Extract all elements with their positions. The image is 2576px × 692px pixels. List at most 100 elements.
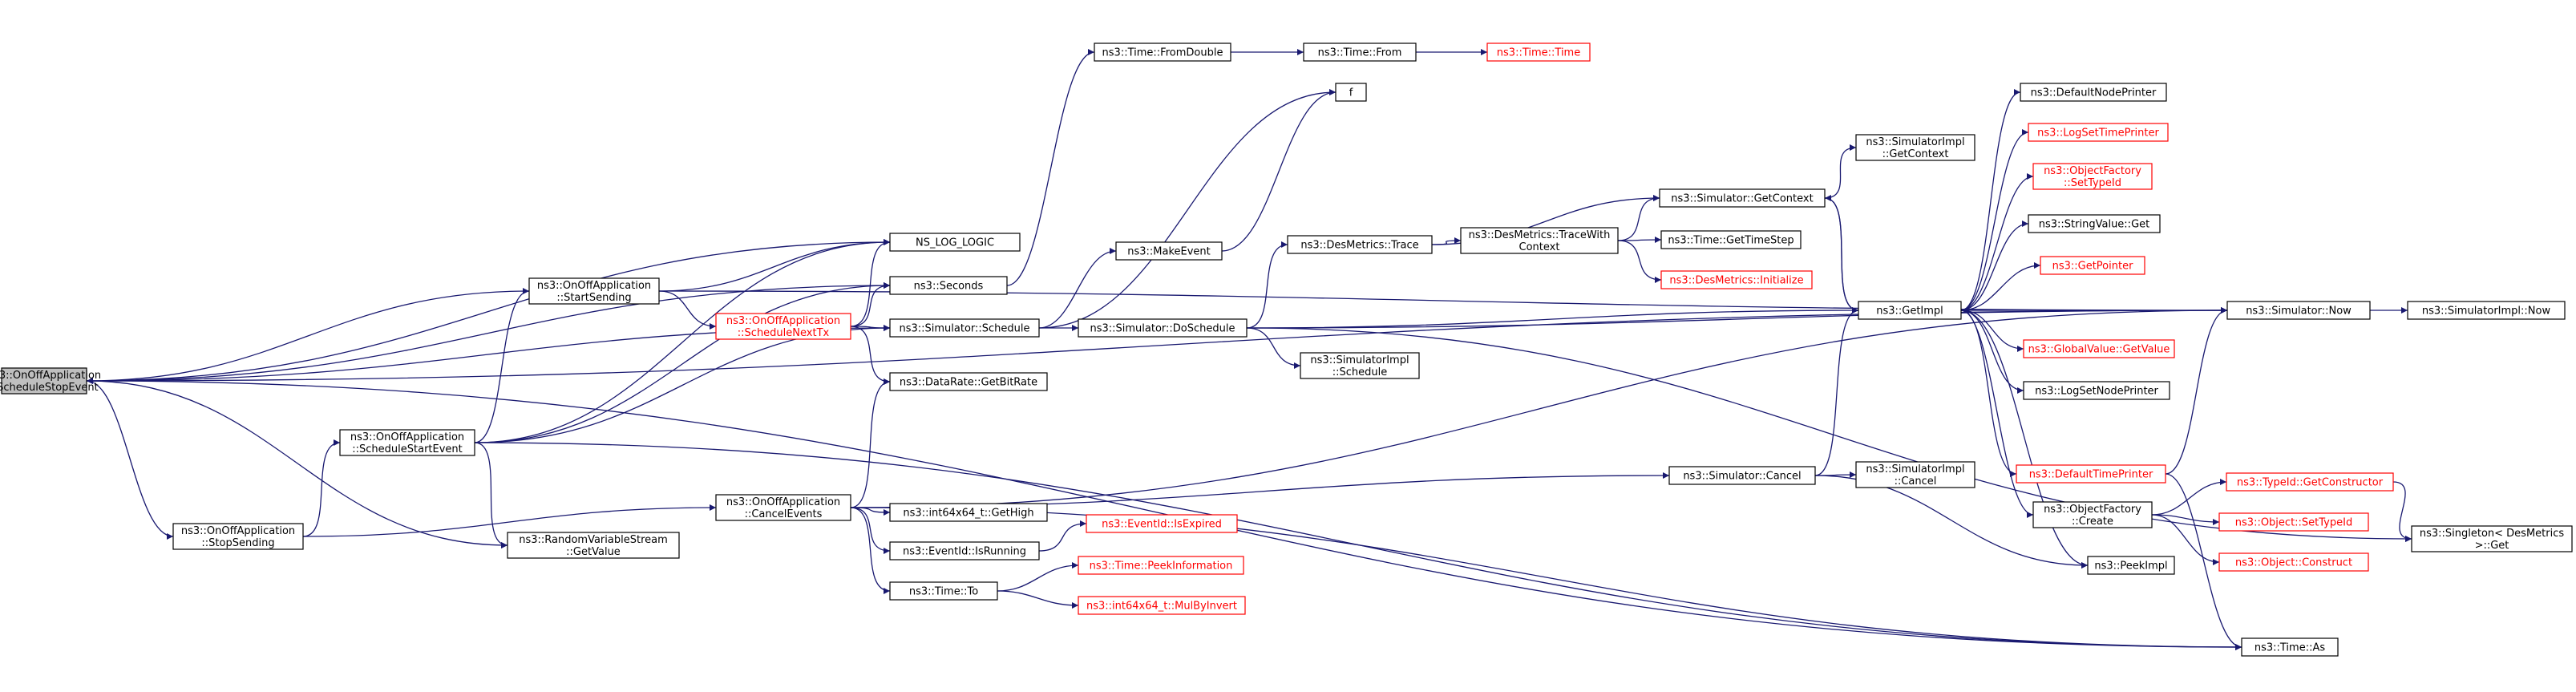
node-box[interactable] — [1300, 352, 1420, 379]
node-box[interactable] — [2020, 83, 2167, 102]
node-box[interactable] — [2407, 301, 2566, 320]
node-box[interactable] — [1660, 270, 1813, 289]
node-box[interactable] — [2087, 556, 2175, 575]
node-root[interactable]: ns3::OnOffApplication::ScheduleStopEvent — [0, 367, 101, 395]
node-eventIdIsRunning[interactable]: ns3::EventId::IsRunning — [889, 541, 1040, 560]
node-box[interactable] — [172, 523, 304, 550]
node-peekImpl[interactable]: ns3::PeekImpl — [2087, 556, 2175, 575]
node-box[interactable] — [1115, 241, 1223, 261]
node-box[interactable] — [2226, 472, 2394, 492]
node-objectConstruct[interactable]: ns3::Object::Construct — [2218, 552, 2369, 572]
node-box[interactable] — [889, 233, 1021, 252]
node-box[interactable] — [339, 429, 475, 456]
node-box[interactable] — [1659, 188, 1826, 208]
node-box[interactable] — [889, 541, 1040, 560]
node-int64GetHigh[interactable]: ns3::int64x64_t::GetHigh — [889, 503, 1048, 522]
node-box[interactable] — [2016, 464, 2166, 484]
node-f[interactable]: f — [1335, 83, 1367, 102]
node-box[interactable] — [1086, 514, 1238, 533]
node-box[interactable] — [2032, 163, 2153, 190]
node-timeTo[interactable]: ns3::Time::To — [889, 581, 998, 601]
node-stopSending[interactable]: ns3::OnOffApplication::StopSending — [172, 523, 304, 550]
node-timeFrom[interactable]: ns3::Time::From — [1303, 42, 1417, 62]
node-box[interactable] — [2218, 512, 2369, 532]
node-desMetricsInitialize[interactable]: ns3::DesMetrics::Initialize — [1660, 270, 1813, 289]
node-box[interactable] — [1486, 42, 1591, 62]
node-box[interactable] — [528, 277, 660, 305]
node-box[interactable] — [1660, 230, 1802, 249]
node-defaultNodePrinter[interactable]: ns3::DefaultNodePrinter — [2020, 83, 2167, 102]
node-eventIdIsExpired[interactable]: ns3::EventId::IsExpired — [1086, 514, 1238, 533]
node-box[interactable] — [1, 367, 87, 395]
node-box[interactable] — [1303, 42, 1417, 62]
node-seconds[interactable]: ns3::Seconds — [889, 276, 1008, 295]
node-box[interactable] — [1855, 134, 1975, 161]
node-box[interactable] — [2040, 256, 2145, 275]
node-box[interactable] — [889, 276, 1008, 295]
node-box[interactable] — [1855, 461, 1975, 488]
node-box[interactable] — [2023, 339, 2175, 358]
node-timePeekInformation[interactable]: ns3::Time::PeekInformation — [1078, 556, 1244, 575]
node-objectSetTypeId[interactable]: ns3::Object::SetTypeId — [2218, 512, 2369, 532]
node-cancelEvents[interactable]: ns3::OnOffApplication::CancelEvents — [715, 494, 851, 521]
node-box[interactable] — [889, 372, 1048, 391]
node-simImplSchedule[interactable]: ns3::SimulatorImpl::Schedule — [1300, 352, 1420, 379]
node-simImplGetContext[interactable]: ns3::SimulatorImpl::GetContext — [1855, 134, 1975, 161]
node-logSetNodePrinter[interactable]: ns3::LogSetNodePrinter — [2023, 381, 2170, 400]
node-box[interactable] — [2226, 301, 2371, 320]
node-box[interactable] — [1078, 596, 1246, 615]
node-objectFactorySetTypeId[interactable]: ns3::ObjectFactory::SetTypeId — [2032, 163, 2153, 190]
node-globalValueGetValue[interactable]: ns3::GlobalValue::GetValue — [2023, 339, 2175, 358]
node-defaultTimePrinter[interactable]: ns3::DefaultTimePrinter — [2016, 464, 2166, 484]
node-box[interactable] — [1460, 227, 1619, 254]
node-timeGetTimeStep[interactable]: ns3::Time::GetTimeStep — [1660, 230, 1802, 249]
node-box[interactable] — [2411, 525, 2573, 552]
node-int64MulByInvert[interactable]: ns3::int64x64_t::MulByInvert — [1078, 596, 1246, 615]
node-box[interactable] — [889, 581, 998, 601]
node-box[interactable] — [2218, 552, 2369, 572]
node-box[interactable] — [2028, 123, 2169, 142]
node-box[interactable] — [715, 313, 851, 340]
node-box[interactable] — [889, 503, 1048, 522]
node-box[interactable] — [889, 318, 1040, 338]
node-simImplCancel[interactable]: ns3::SimulatorImpl::Cancel — [1855, 461, 1975, 488]
node-simCancel[interactable]: ns3::Simulator::Cancel — [1668, 466, 1816, 485]
node-box[interactable] — [715, 494, 851, 521]
node-simNow[interactable]: ns3::Simulator::Now — [2226, 301, 2371, 320]
node-box[interactable] — [1335, 83, 1367, 102]
node-desMetricsTrace[interactable]: ns3::DesMetrics::Trace — [1287, 235, 1433, 254]
node-getImpl[interactable]: ns3::GetImpl — [1858, 301, 1962, 320]
node-box[interactable] — [1094, 42, 1231, 62]
node-randomVarGetValue[interactable]: ns3::RandomVariableStream::GetValue — [507, 532, 680, 559]
node-simSchedule[interactable]: ns3::Simulator::Schedule — [889, 318, 1040, 338]
node-stringValueGet[interactable]: ns3::StringValue::Get — [2028, 214, 2161, 233]
node-simGetContext[interactable]: ns3::Simulator::GetContext — [1659, 188, 1826, 208]
node-getPointer[interactable]: ns3::GetPointer — [2040, 256, 2145, 275]
node-timeFromDouble[interactable]: ns3::Time::FromDouble — [1094, 42, 1231, 62]
node-box[interactable] — [1668, 466, 1816, 485]
node-dataRateGetBitRate[interactable]: ns3::DataRate::GetBitRate — [889, 372, 1048, 391]
node-nsLogLogic[interactable]: NS_LOG_LOGIC — [889, 233, 1021, 252]
node-scheduleNextTx[interactable]: ns3::OnOffApplication::ScheduleNextTx — [715, 313, 851, 340]
node-makeEvent[interactable]: ns3::MakeEvent — [1115, 241, 1223, 261]
node-box[interactable] — [1858, 301, 1962, 320]
node-simDoSchedule[interactable]: ns3::Simulator::DoSchedule — [1078, 318, 1248, 338]
node-box[interactable] — [2032, 501, 2153, 528]
node-logSetTimePrinter[interactable]: ns3::LogSetTimePrinter — [2028, 123, 2169, 142]
node-box[interactable] — [2028, 214, 2161, 233]
node-timeAs[interactable]: ns3::Time::As — [2241, 637, 2339, 657]
node-box[interactable] — [1287, 235, 1433, 254]
node-timeTime[interactable]: ns3::Time::Time — [1486, 42, 1591, 62]
node-objectFactoryCreate[interactable]: ns3::ObjectFactory::Create — [2032, 501, 2153, 528]
node-scheduleStartEvent[interactable]: ns3::OnOffApplication::ScheduleStartEven… — [339, 429, 475, 456]
node-box[interactable] — [1078, 318, 1248, 338]
node-simImplNow[interactable]: ns3::SimulatorImpl::Now — [2407, 301, 2566, 320]
node-typeIdGetConstructor[interactable]: ns3::TypeId::GetConstructor — [2226, 472, 2394, 492]
node-box[interactable] — [2023, 381, 2170, 400]
node-box[interactable] — [507, 532, 680, 559]
node-singletonGet[interactable]: ns3::Singleton< DesMetrics >::Get — [2411, 525, 2573, 552]
node-box[interactable] — [2241, 637, 2339, 657]
node-box[interactable] — [1078, 556, 1244, 575]
node-startSending[interactable]: ns3::OnOffApplication::StartSending — [528, 277, 660, 305]
